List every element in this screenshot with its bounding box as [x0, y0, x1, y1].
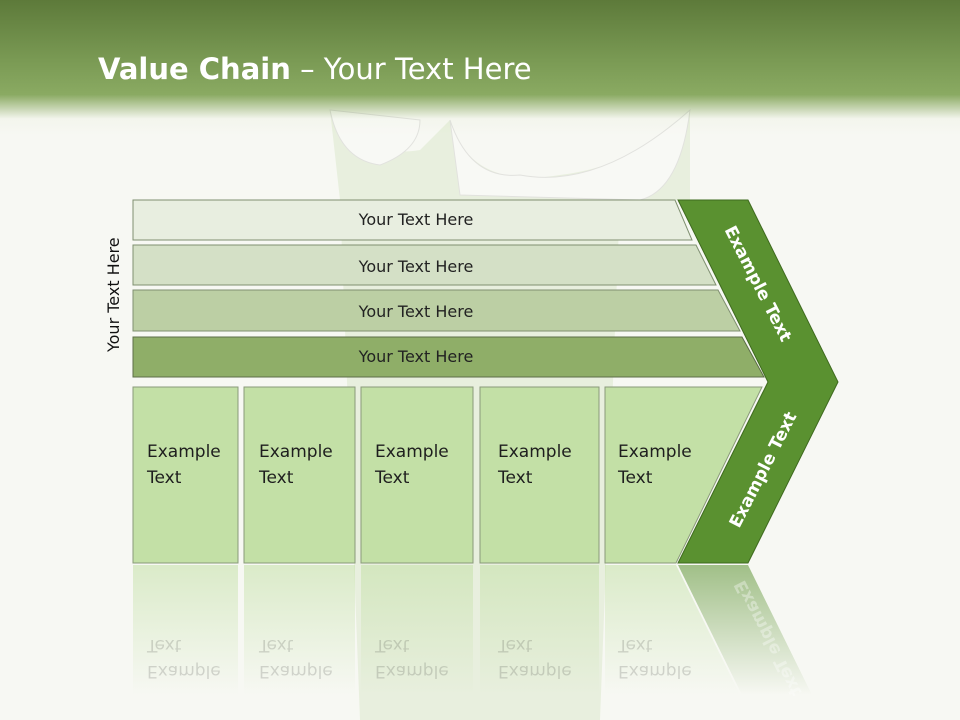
support-bar-1-label: Your Text Here: [358, 210, 474, 229]
activity-box-1: [132, 386, 239, 564]
title-banner: [0, 0, 960, 135]
reflection-box-1: [133, 565, 238, 695]
activity-box-5: [604, 386, 763, 564]
support-bar-1: [132, 199, 693, 241]
support-bar-3-label: Your Text Here: [358, 302, 474, 321]
side-axis-label: Your Text Here: [104, 237, 123, 352]
reflection-box-3: [361, 565, 473, 695]
support-bar-4-label: Your Text Here: [358, 347, 474, 366]
support-bar-3: [132, 289, 741, 332]
page-title: Value Chain – Your Text Here: [98, 52, 532, 86]
support-bar-4: [132, 336, 765, 378]
reflection-chevron: [678, 565, 812, 695]
reflection-box-5: [605, 565, 740, 695]
activity-box-2: [243, 386, 356, 564]
reflection-box-2: [244, 565, 355, 695]
margin-chevron: [677, 199, 839, 564]
activity-box-4: [479, 386, 600, 564]
support-bar-2: [132, 244, 717, 286]
support-bar-2-label: Your Text Here: [358, 257, 474, 276]
activity-box-3: [360, 386, 474, 564]
reflection-box-4: [480, 565, 599, 695]
